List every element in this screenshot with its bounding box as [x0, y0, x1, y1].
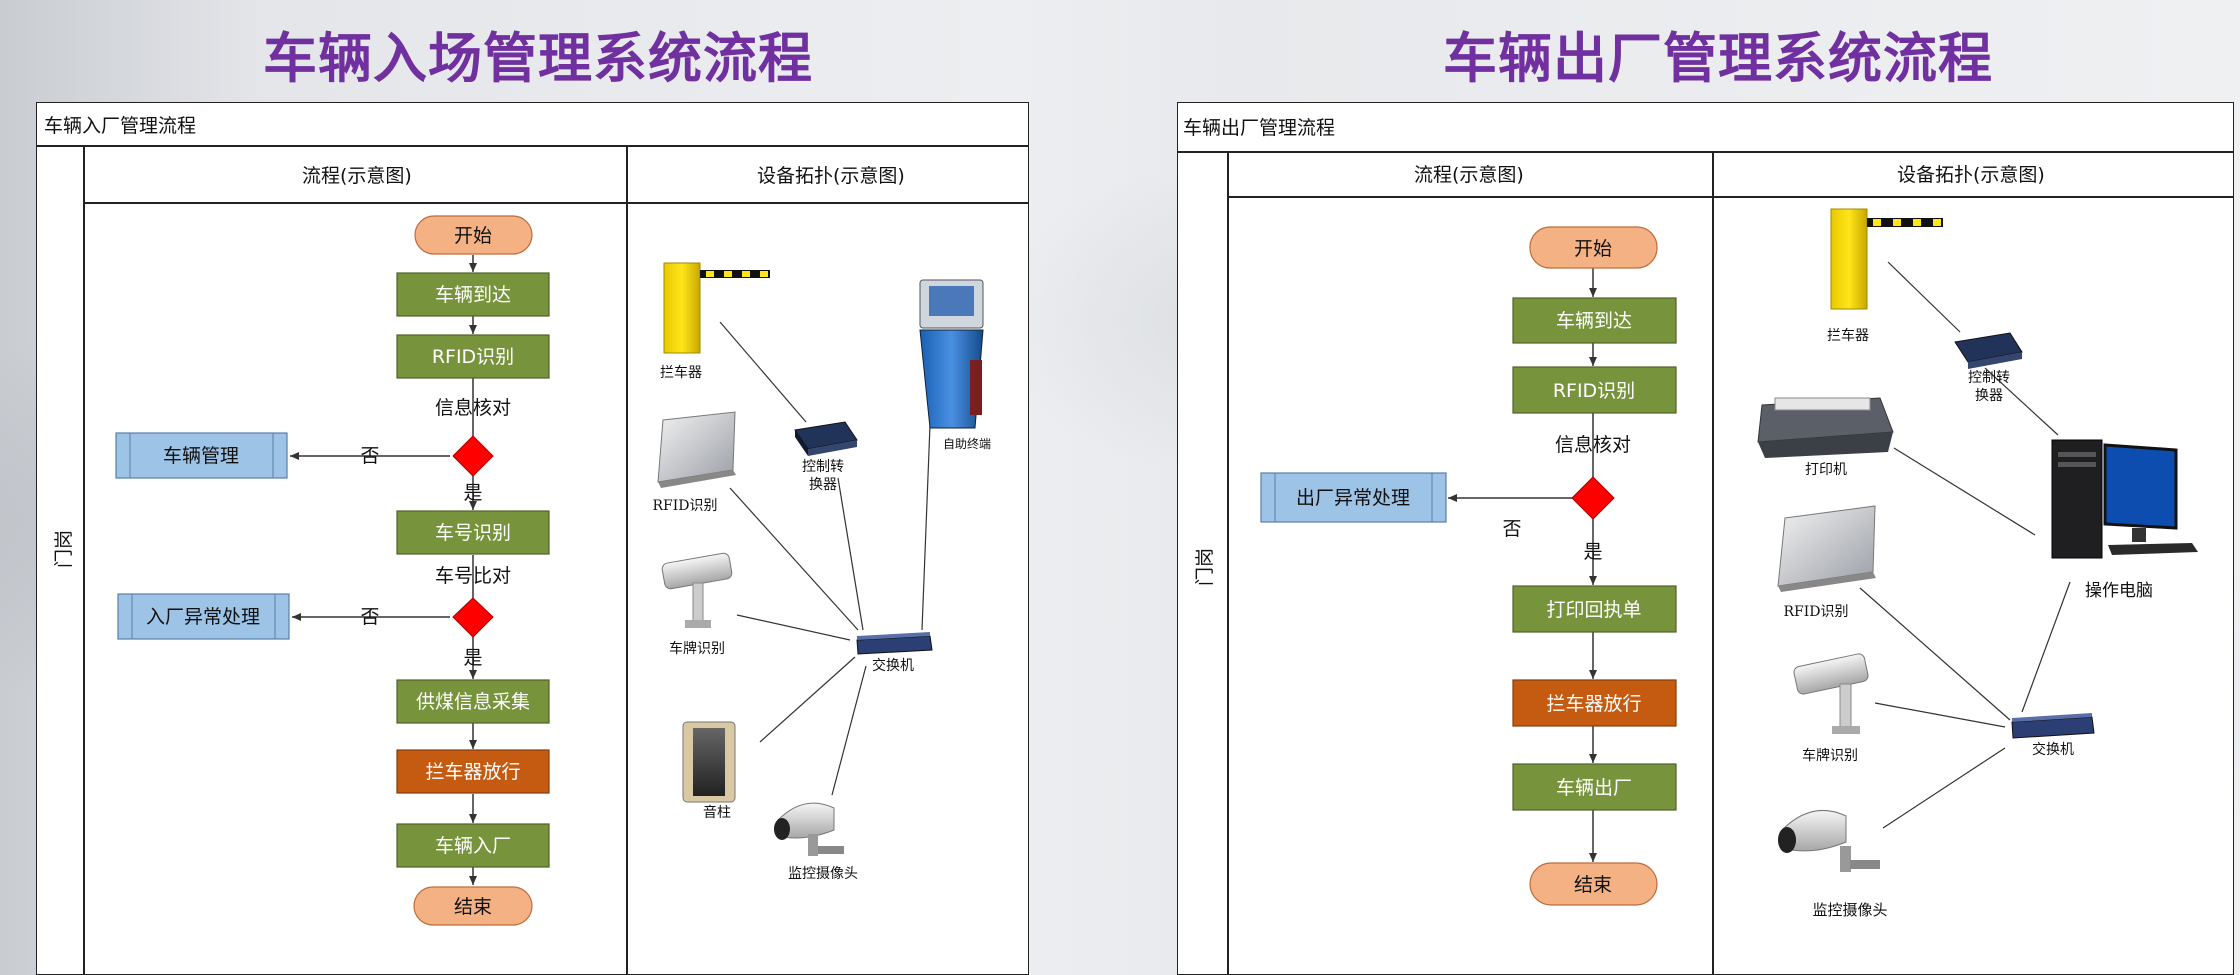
svg-text:控制转: 控制转	[802, 459, 844, 475]
svg-text:RFID识别: RFID识别	[652, 498, 717, 514]
svg-text:RFID识别: RFID识别	[1553, 380, 1635, 402]
right-rfid-icon: RFID识别	[1777, 505, 1876, 620]
svg-text:车辆到达: 车辆到达	[435, 284, 511, 306]
left-panel-label: 车辆入厂管理流程	[44, 115, 197, 137]
svg-text:控制转: 控制转	[1968, 370, 2010, 386]
right-plate-cam-icon: 车牌识别	[1793, 653, 1869, 764]
left-start-label: 开始	[454, 225, 492, 247]
right-panel-label: 车辆出厂管理流程	[1183, 117, 1336, 139]
right-exit-box: 车辆出厂	[1512, 763, 1677, 811]
left-topo-links	[719, 321, 931, 796]
right-topo-links	[1859, 261, 2071, 829]
left-controller-icon: 控制转 换器	[794, 421, 858, 493]
left-flow	[290, 255, 477, 885]
svg-text:打印回执单: 打印回执单	[1546, 599, 1641, 621]
svg-text:监控摄像头: 监控摄像头	[788, 866, 858, 882]
svg-text:出厂异常处理: 出厂异常处理	[1296, 487, 1410, 509]
right-barrier-release-box: 拦车器放行	[1512, 679, 1677, 727]
svg-text:监控摄像头: 监控摄像头	[1812, 901, 1887, 919]
svg-text:拦车器放行: 拦车器放行	[1546, 693, 1641, 715]
svg-text:入厂异常处理: 入厂异常处理	[146, 606, 260, 628]
svg-text:结束: 结束	[1574, 874, 1612, 896]
left-info-check-label: 信息核对	[435, 397, 511, 419]
left-coal-info-box: 供煤信息采集	[396, 679, 550, 724]
right-col-flow: 流程(示意图)	[1414, 164, 1524, 186]
right-pc-icon: 操作电脑	[2051, 439, 2198, 601]
svg-text:拦车器放行: 拦车器放行	[425, 761, 520, 783]
left-enter-box: 车辆入厂	[396, 823, 550, 868]
svg-text:操作电脑: 操作电脑	[2085, 581, 2153, 601]
right-rfid-box: RFID识别	[1512, 366, 1677, 414]
svg-text:音柱: 音柱	[703, 804, 731, 821]
left-barrier-icon: 拦车器	[660, 262, 770, 381]
left-arrive-box: 车辆到达	[396, 272, 550, 317]
svg-text:车辆到达: 车辆到达	[1556, 310, 1632, 332]
left-rfid-icon: RFID识别	[652, 411, 736, 514]
left-no-1: 否	[360, 445, 379, 467]
right-yes: 是	[1583, 541, 1602, 563]
left-decision-2	[452, 597, 494, 638]
left-end-node: 结束	[413, 886, 533, 926]
right-controller-icon: 控制转 换器	[1954, 332, 2023, 404]
left-switch-icon: 交换机	[856, 632, 933, 674]
left-col-flow: 流程(示意图)	[302, 165, 412, 187]
svg-text:车辆管理: 车辆管理	[163, 445, 239, 467]
left-col-topo: 设备拓扑(示意图)	[757, 165, 905, 187]
svg-text:拦车器: 拦车器	[1827, 327, 1869, 344]
svg-text:交换机: 交换机	[872, 657, 914, 674]
left-plate-box: 车号识别	[396, 510, 550, 555]
svg-text:车号识别: 车号识别	[435, 522, 511, 544]
svg-text:开始: 开始	[1574, 238, 1612, 260]
right-exit-exception-box: 出厂异常处理	[1260, 472, 1447, 523]
right-flow	[1448, 268, 1597, 862]
right-printer-icon: 打印机	[1757, 397, 1894, 478]
left-plate-compare-label: 车号比对	[435, 565, 511, 587]
svg-text:打印机: 打印机	[1805, 461, 1847, 478]
right-print-box: 打印回执单	[1512, 585, 1677, 633]
svg-text:换器: 换器	[1975, 387, 2003, 404]
right-col-topo: 设备拓扑(示意图)	[1897, 164, 2045, 186]
right-start-node: 开始	[1529, 226, 1658, 269]
svg-text:车牌识别: 车牌识别	[669, 640, 725, 657]
right-switch-icon: 交换机	[2011, 713, 2095, 758]
svg-text:车辆入厂: 车辆入厂	[435, 835, 511, 857]
svg-text:交换机: 交换机	[2032, 741, 2074, 758]
right-decision	[1571, 476, 1615, 520]
svg-text:RFID识别: RFID识别	[1783, 604, 1848, 620]
left-no-2: 否	[360, 606, 379, 628]
svg-text:供煤信息采集: 供煤信息采集	[416, 691, 530, 713]
left-rfid-box: RFID识别	[396, 334, 550, 379]
left-speaker-icon: 音柱	[682, 721, 736, 821]
svg-text:车辆出厂: 车辆出厂	[1556, 777, 1632, 799]
left-title: 车辆入场管理系统流程	[263, 27, 813, 90]
left-camera-icon: 监控摄像头	[774, 802, 858, 882]
left-decision-1	[452, 435, 494, 477]
left-barrier-release-box: 拦车器放行	[396, 749, 550, 794]
left-barrier-label: 拦车器	[660, 364, 702, 381]
right-no: 否	[1502, 518, 1521, 540]
left-entry-exception-box: 入厂异常处理	[117, 593, 290, 640]
left-plate-cam-icon: 车牌识别	[661, 552, 733, 657]
left-start-node: 开始	[414, 215, 533, 255]
left-yes-1: 是	[463, 482, 482, 504]
svg-text:自助终端: 自助终端	[943, 436, 991, 451]
right-barrier-icon: 拦车器	[1827, 208, 1943, 344]
left-yes-2: 是	[463, 647, 482, 669]
svg-text:换器: 换器	[809, 476, 837, 493]
svg-text:RFID识别: RFID识别	[432, 346, 514, 368]
svg-text:车牌识别: 车牌识别	[1802, 747, 1858, 764]
right-arrive-box: 车辆到达	[1512, 297, 1677, 344]
left-vehicle-mgmt-box: 车辆管理	[115, 432, 288, 479]
right-info-check-label: 信息核对	[1555, 434, 1631, 456]
right-camera-icon: 监控摄像头	[1778, 809, 1888, 919]
right-end-node: 结束	[1529, 862, 1658, 906]
svg-text:结束: 结束	[454, 896, 492, 918]
left-kiosk-icon: 自助终端	[919, 279, 991, 451]
right-title: 车辆出厂管理系统流程	[1443, 27, 1993, 90]
